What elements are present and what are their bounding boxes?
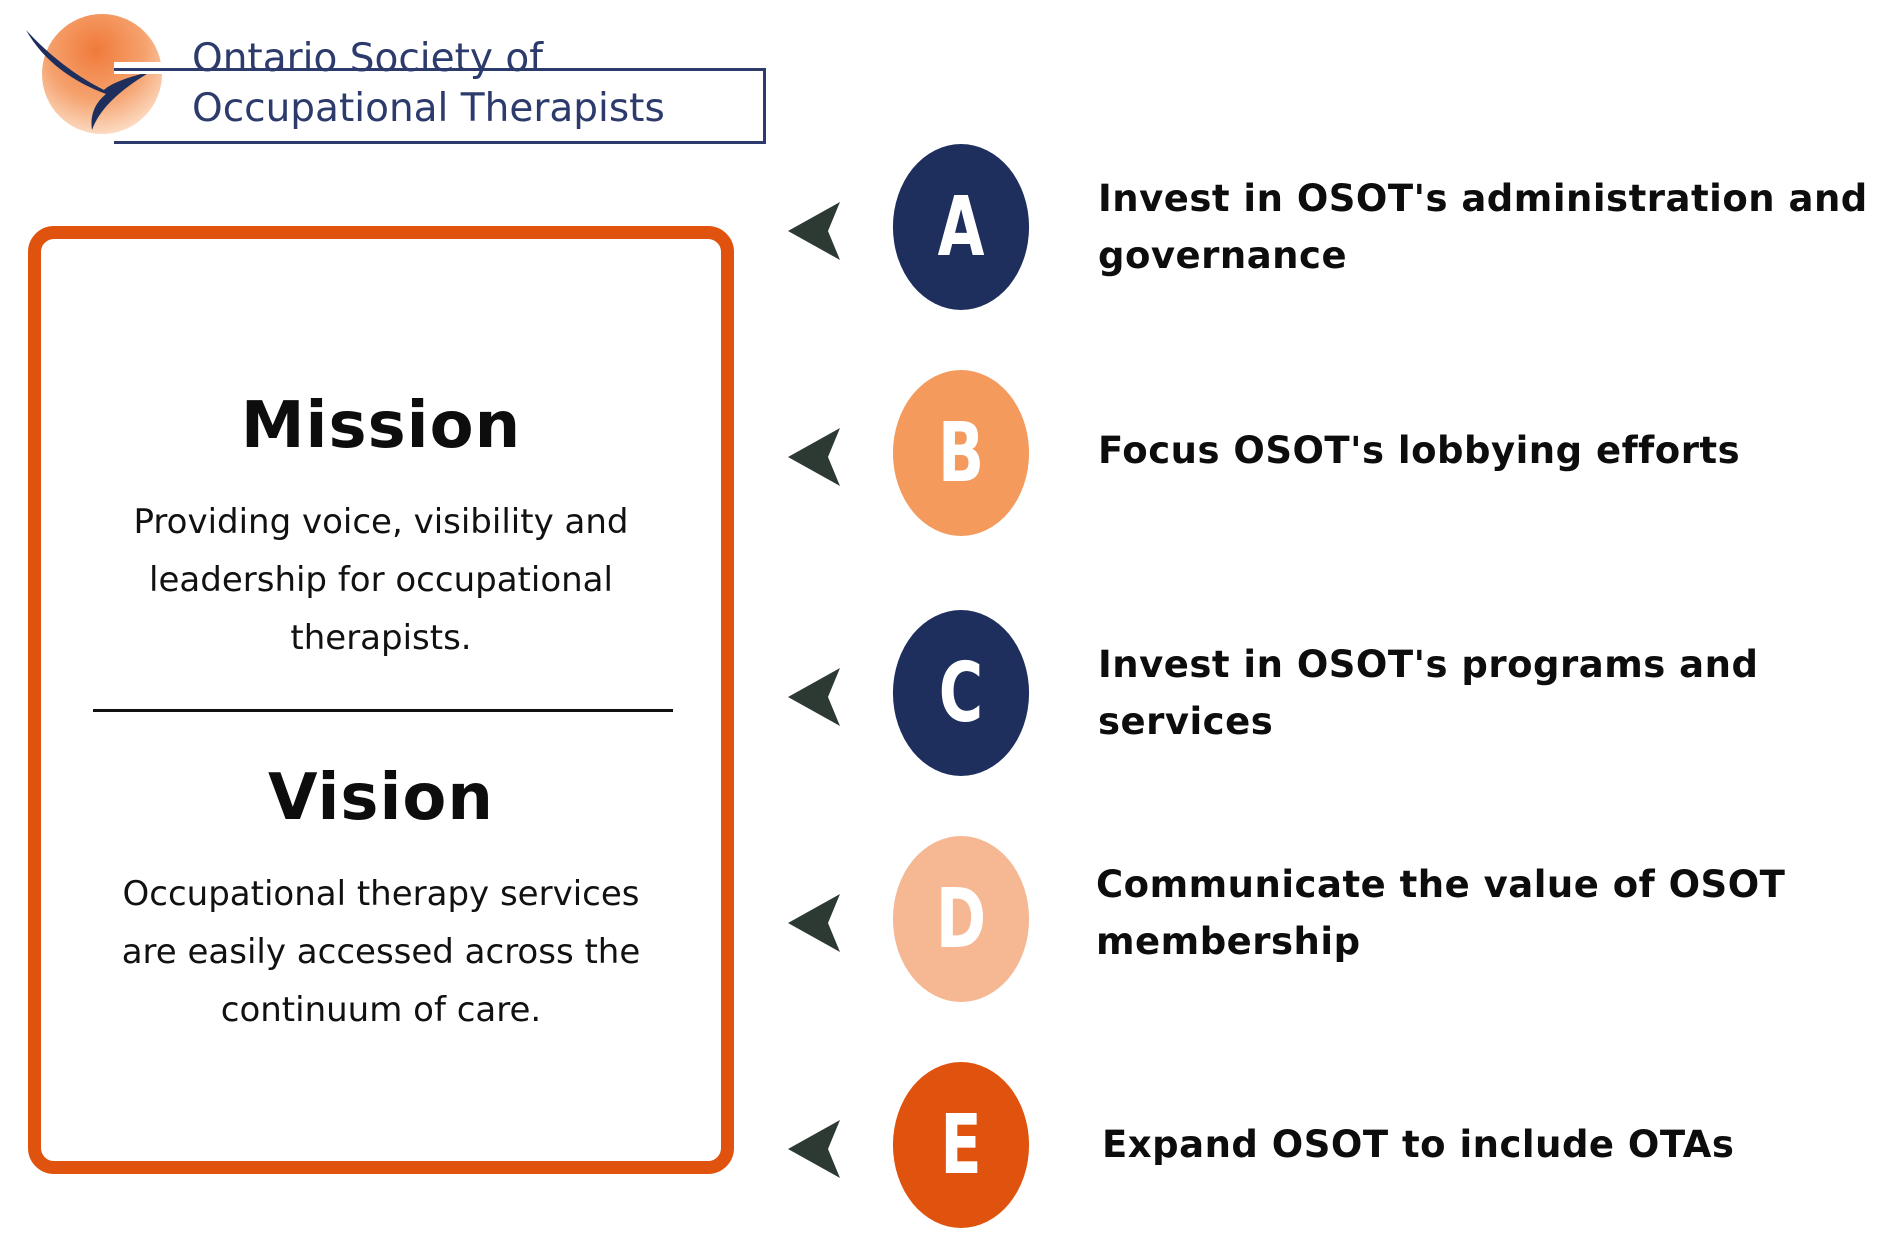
- section-divider: [93, 709, 673, 712]
- goal-row-b: B Focus OSOT's lobbying efforts: [780, 370, 1900, 540]
- goal-badge-b: B: [892, 370, 1030, 536]
- goal-badge-e: E: [892, 1062, 1030, 1228]
- vision-heading: Vision: [268, 761, 494, 835]
- vision-statement: Occupational therapy services are easily…: [61, 865, 701, 1039]
- mission-heading: Mission: [240, 389, 522, 463]
- goal-text-e: Expand OSOT to include OTAs: [1102, 1116, 1902, 1173]
- goal-text-line: Focus OSOT's lobbying efforts: [1098, 429, 1741, 472]
- goal-badge-c: C: [892, 610, 1030, 776]
- goal-row-a: A Invest in OSOT's administration and go…: [780, 144, 1900, 314]
- goal-row-d: D Communicate the value of OSOT membersh…: [780, 836, 1900, 1006]
- goal-text-d: Communicate the value of OSOT membership: [1096, 856, 1896, 970]
- goal-text-line: Communicate the value of OSOT: [1096, 863, 1786, 906]
- goal-text-line: services: [1098, 700, 1274, 743]
- goal-badge-a: A: [892, 144, 1030, 310]
- left-arrowhead-icon: [788, 428, 840, 486]
- goal-text-line: Invest in OSOT's programs and: [1098, 643, 1759, 686]
- vision-line: continuum of care.: [220, 990, 542, 1030]
- goal-text-line: membership: [1096, 920, 1361, 963]
- mission-line: therapists.: [290, 618, 472, 658]
- vision-line: Occupational therapy services: [122, 874, 640, 914]
- goal-text-line: governance: [1098, 234, 1348, 277]
- logo-frame: [114, 68, 766, 144]
- mission-line: Providing voice, visibility and: [133, 502, 629, 542]
- goal-text-b: Focus OSOT's lobbying efforts: [1098, 422, 1898, 479]
- goal-text-line: Invest in OSOT's administration and: [1098, 177, 1868, 220]
- left-arrowhead-icon: [788, 202, 840, 260]
- organization-name: Ontario Society of Occupational Therapis…: [192, 34, 665, 134]
- mission-line: leadership for occupational: [149, 560, 613, 600]
- osot-emblem-icon: [26, 14, 162, 134]
- goal-text-c: Invest in OSOT's programs and services: [1098, 636, 1898, 750]
- goal-text-line: Expand OSOT to include OTAs: [1102, 1123, 1735, 1166]
- goal-badge-d: D: [892, 836, 1030, 1002]
- osot-logo: Ontario Society of Occupational Therapis…: [24, 12, 774, 152]
- mission-vision-panel: Mission Providing voice, visibility and …: [28, 226, 734, 1174]
- left-arrowhead-icon: [788, 894, 840, 952]
- vision-line: are easily accessed across the: [121, 932, 641, 972]
- organization-name-line2: Occupational Therapists: [192, 86, 665, 131]
- goal-row-c: C Invest in OSOT's programs and services: [780, 610, 1900, 780]
- goal-text-a: Invest in OSOT's administration and gove…: [1098, 170, 1898, 284]
- mission-statement: Providing voice, visibility and leadersh…: [61, 493, 701, 667]
- goal-row-e: E Expand OSOT to include OTAs: [780, 1062, 1900, 1232]
- left-arrowhead-icon: [788, 1120, 840, 1178]
- left-arrowhead-icon: [788, 668, 840, 726]
- organization-name-line1: Ontario Society of: [192, 36, 543, 81]
